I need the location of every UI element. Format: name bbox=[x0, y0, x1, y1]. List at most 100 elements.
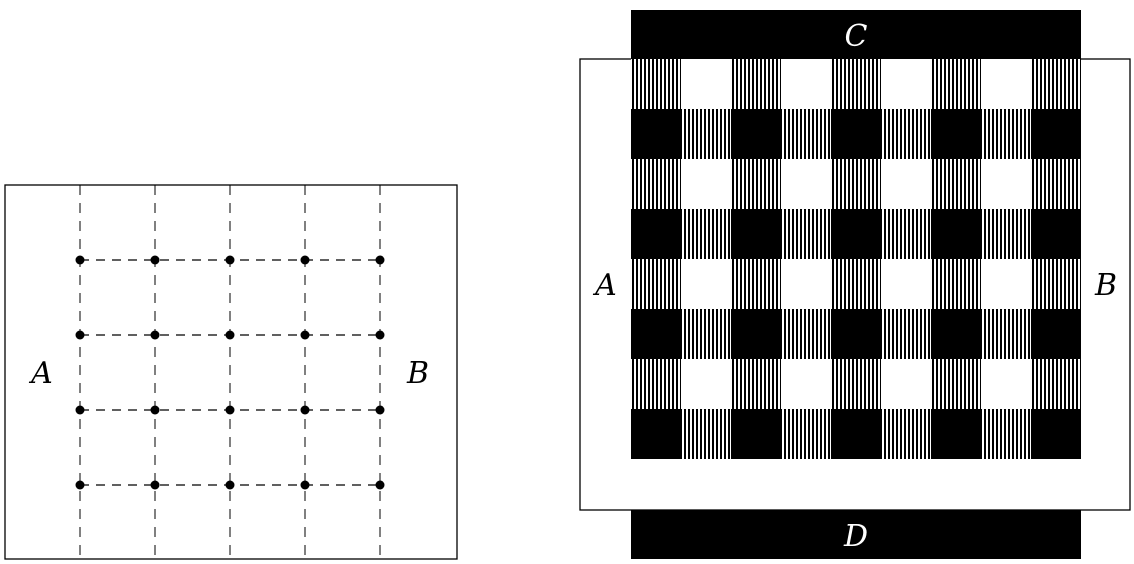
black-cell bbox=[631, 109, 681, 159]
striped-cell bbox=[931, 359, 981, 409]
black-cell bbox=[631, 409, 681, 459]
black-cell bbox=[1031, 409, 1081, 459]
white-cell bbox=[681, 159, 731, 209]
white-cell bbox=[681, 59, 731, 109]
striped-cell bbox=[931, 59, 981, 109]
striped-cell bbox=[831, 159, 881, 209]
grid-point bbox=[75, 255, 85, 265]
striped-cell bbox=[1031, 359, 1081, 409]
white-cell bbox=[881, 359, 931, 409]
black-cell bbox=[731, 409, 781, 459]
striped-cell bbox=[981, 409, 1031, 459]
grid-point bbox=[375, 405, 385, 415]
grid-point bbox=[225, 255, 235, 265]
grid-point bbox=[375, 330, 385, 340]
striped-cell bbox=[931, 259, 981, 309]
white-cell bbox=[781, 259, 831, 309]
black-cell bbox=[631, 209, 681, 259]
striped-cell bbox=[831, 359, 881, 409]
striped-cell bbox=[831, 59, 881, 109]
striped-cell bbox=[881, 109, 931, 159]
grid-point bbox=[75, 405, 85, 415]
grid-point bbox=[300, 405, 310, 415]
white-cell bbox=[781, 159, 831, 209]
left-label-b: B bbox=[406, 356, 429, 391]
black-cell bbox=[831, 209, 881, 259]
striped-cell bbox=[831, 259, 881, 309]
grid-point bbox=[225, 480, 235, 490]
striped-cell bbox=[731, 259, 781, 309]
left-label-a: A bbox=[28, 356, 53, 391]
striped-cell bbox=[781, 409, 831, 459]
white-cell bbox=[981, 59, 1031, 109]
striped-cell bbox=[781, 109, 831, 159]
striped-cell bbox=[881, 209, 931, 259]
striped-cell bbox=[731, 159, 781, 209]
black-cell bbox=[831, 309, 881, 359]
black-cell bbox=[931, 109, 981, 159]
striped-cell bbox=[931, 159, 981, 209]
right-label-d: D bbox=[843, 519, 868, 554]
striped-cell bbox=[981, 309, 1031, 359]
top-bar bbox=[631, 10, 1081, 59]
striped-cell bbox=[1031, 59, 1081, 109]
left-diagram: A B bbox=[4, 184, 458, 560]
black-cell bbox=[831, 409, 881, 459]
striped-cell bbox=[631, 359, 681, 409]
striped-cell bbox=[681, 209, 731, 259]
white-cell bbox=[881, 59, 931, 109]
white-cell bbox=[781, 359, 831, 409]
black-cell bbox=[831, 109, 881, 159]
left-frame bbox=[4, 184, 458, 560]
striped-cell bbox=[781, 309, 831, 359]
black-cell bbox=[731, 109, 781, 159]
left-grid-points bbox=[75, 255, 385, 490]
black-cell bbox=[1031, 109, 1081, 159]
white-cell bbox=[981, 259, 1031, 309]
striped-cell bbox=[681, 309, 731, 359]
black-cell bbox=[931, 309, 981, 359]
grid-point bbox=[300, 330, 310, 340]
right-label-a: A bbox=[592, 268, 617, 303]
right-diagram: C D A B bbox=[579, 10, 1131, 559]
striped-cell bbox=[731, 359, 781, 409]
grid-point bbox=[225, 405, 235, 415]
striped-cell bbox=[881, 409, 931, 459]
striped-cell bbox=[631, 259, 681, 309]
grid-point bbox=[150, 330, 160, 340]
left-vertical-dashed-lines bbox=[79, 185, 381, 559]
white-cell bbox=[981, 359, 1031, 409]
white-cell bbox=[681, 259, 731, 309]
striped-cell bbox=[631, 59, 681, 109]
white-cell bbox=[781, 59, 831, 109]
grid-point bbox=[75, 480, 85, 490]
white-cell bbox=[881, 159, 931, 209]
striped-cell bbox=[981, 109, 1031, 159]
striped-cell bbox=[881, 309, 931, 359]
right-label-c: C bbox=[845, 19, 868, 54]
striped-cell bbox=[731, 59, 781, 109]
white-cell bbox=[681, 359, 731, 409]
striped-cell bbox=[781, 209, 831, 259]
grid-point bbox=[225, 330, 235, 340]
striped-cell bbox=[631, 159, 681, 209]
black-cell bbox=[1031, 309, 1081, 359]
black-cell bbox=[631, 309, 681, 359]
white-cell bbox=[881, 259, 931, 309]
right-label-b: B bbox=[1094, 268, 1117, 303]
black-cell bbox=[1031, 209, 1081, 259]
grid-point bbox=[375, 480, 385, 490]
grid-point bbox=[375, 255, 385, 265]
bottom-bar bbox=[631, 510, 1081, 559]
striped-cell bbox=[1031, 259, 1081, 309]
grid-point bbox=[150, 405, 160, 415]
white-cell bbox=[981, 159, 1031, 209]
striped-cell bbox=[681, 109, 731, 159]
grid-point bbox=[300, 480, 310, 490]
striped-cell bbox=[1031, 159, 1081, 209]
black-cell bbox=[731, 209, 781, 259]
striped-cell bbox=[681, 409, 731, 459]
grid-point bbox=[75, 330, 85, 340]
black-cell bbox=[731, 309, 781, 359]
